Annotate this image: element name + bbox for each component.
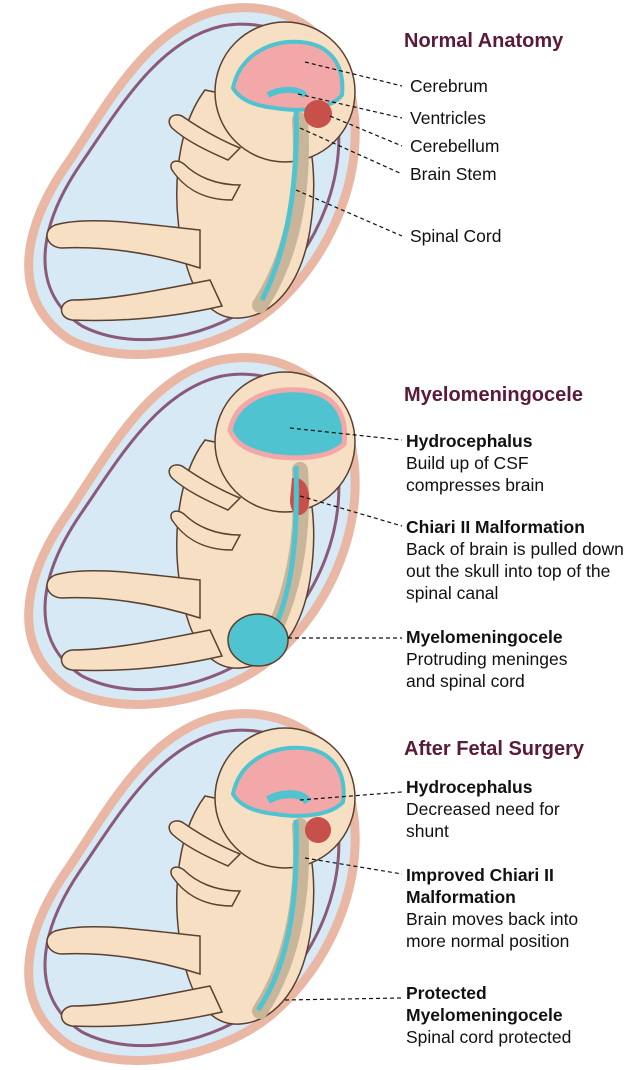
annotation-text: Build up of CSF compresses brain bbox=[406, 452, 596, 496]
annotation-text: Brain moves back into more normal positi… bbox=[406, 908, 621, 952]
annotation-heading: Hydrocephalus bbox=[406, 776, 628, 798]
annotation-chiari-ii: Chiari II Malformation Back of brain is … bbox=[406, 516, 628, 604]
annotation-improved-chiari-ii: Improved Chiari II Malformation Brain mo… bbox=[406, 864, 628, 952]
label-ventricles: Ventricles bbox=[410, 107, 486, 129]
annotation-protected-myelomeningocele: Protected Myelomeningocele Spinal cord p… bbox=[406, 982, 628, 1048]
label-brain-stem: Brain Stem bbox=[410, 163, 497, 185]
annotation-hydrocephalus-after: Hydrocephalus Decreased need for shunt bbox=[406, 776, 628, 842]
label-cerebellum: Cerebellum bbox=[410, 135, 499, 157]
annotation-heading: Chiari II Malformation bbox=[406, 516, 628, 538]
label-spinal-cord: Spinal Cord bbox=[410, 225, 501, 247]
title-normal-anatomy: Normal Anatomy bbox=[404, 30, 563, 53]
annotation-text: Back of brain is pulled down out the sku… bbox=[406, 538, 626, 604]
annotation-text: Decreased need for shunt bbox=[406, 798, 596, 842]
panel-after-surgery-fetus bbox=[29, 714, 402, 1061]
panel-normal-fetus bbox=[29, 8, 402, 355]
panel-myelomeningocele-fetus bbox=[29, 358, 402, 705]
annotation-heading: Improved Chiari II Malformation bbox=[406, 864, 628, 908]
annotation-myelomeningocele: Myelomeningocele Protruding meninges and… bbox=[406, 626, 628, 692]
annotation-heading: Protected Myelomeningocele bbox=[406, 982, 606, 1026]
title-after-fetal-surgery: After Fetal Surgery bbox=[404, 738, 584, 761]
annotation-heading: Myelomeningocele bbox=[406, 626, 628, 648]
annotation-heading: Hydrocephalus bbox=[406, 430, 628, 452]
annotation-text: Spinal cord protected bbox=[406, 1026, 628, 1048]
title-myelomeningocele: Myelomeningocele bbox=[404, 384, 583, 407]
label-cerebrum: Cerebrum bbox=[410, 75, 488, 97]
annotation-text: Protruding meninges and spinal cord bbox=[406, 648, 596, 692]
annotation-hydrocephalus: Hydrocephalus Build up of CSF compresses… bbox=[406, 430, 628, 496]
